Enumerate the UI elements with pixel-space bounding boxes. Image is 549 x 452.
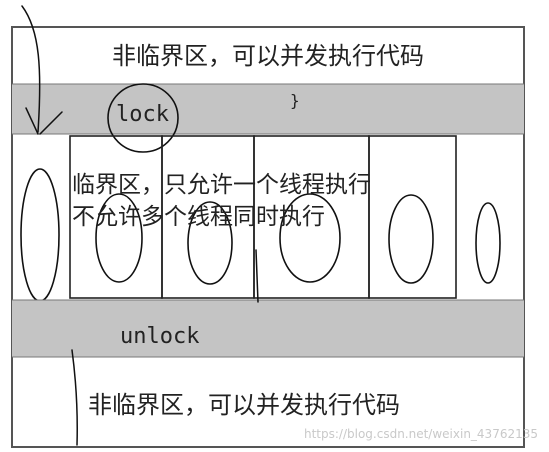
- entry-arrow-head-left: [25, 107, 39, 135]
- lock-band: [12, 84, 524, 134]
- watermark: https://blog.csdn.net/weixin_43762135: [304, 427, 538, 441]
- critical-label-line1: 临界区，只允许一个线程执行: [72, 172, 371, 198]
- closing-brace: }: [290, 91, 300, 110]
- thread-boxes: [69, 135, 457, 299]
- unlock-band: [12, 300, 524, 357]
- entry-arrow-curve: [21, 5, 41, 133]
- thread-ellipse-3: [187, 201, 233, 285]
- bottom-noncritical-label: 非临界区，可以并发执行代码: [88, 391, 400, 419]
- thread-ellipse-2: [95, 193, 143, 283]
- top-noncritical-label: 非临界区，可以并发执行代码: [112, 42, 424, 70]
- unlock-label: unlock: [120, 324, 199, 349]
- lock-circle-annotation: [107, 83, 179, 153]
- center-stroke: [255, 249, 259, 303]
- thread-ellipses: [20, 168, 501, 302]
- exit-stroke: [71, 349, 78, 446]
- lock-label: lock: [116, 102, 169, 127]
- hand-drawn-strokes: [21, 5, 259, 446]
- thread-ellipse-5: [388, 194, 434, 284]
- thread-ellipse-4: [279, 193, 341, 283]
- critical-label-line2: 不允许多个线程同时执行: [72, 204, 325, 230]
- entry-arrow-head-right: [39, 111, 63, 135]
- thread-box-4: [368, 135, 457, 299]
- thread-ellipse-6: [475, 202, 501, 284]
